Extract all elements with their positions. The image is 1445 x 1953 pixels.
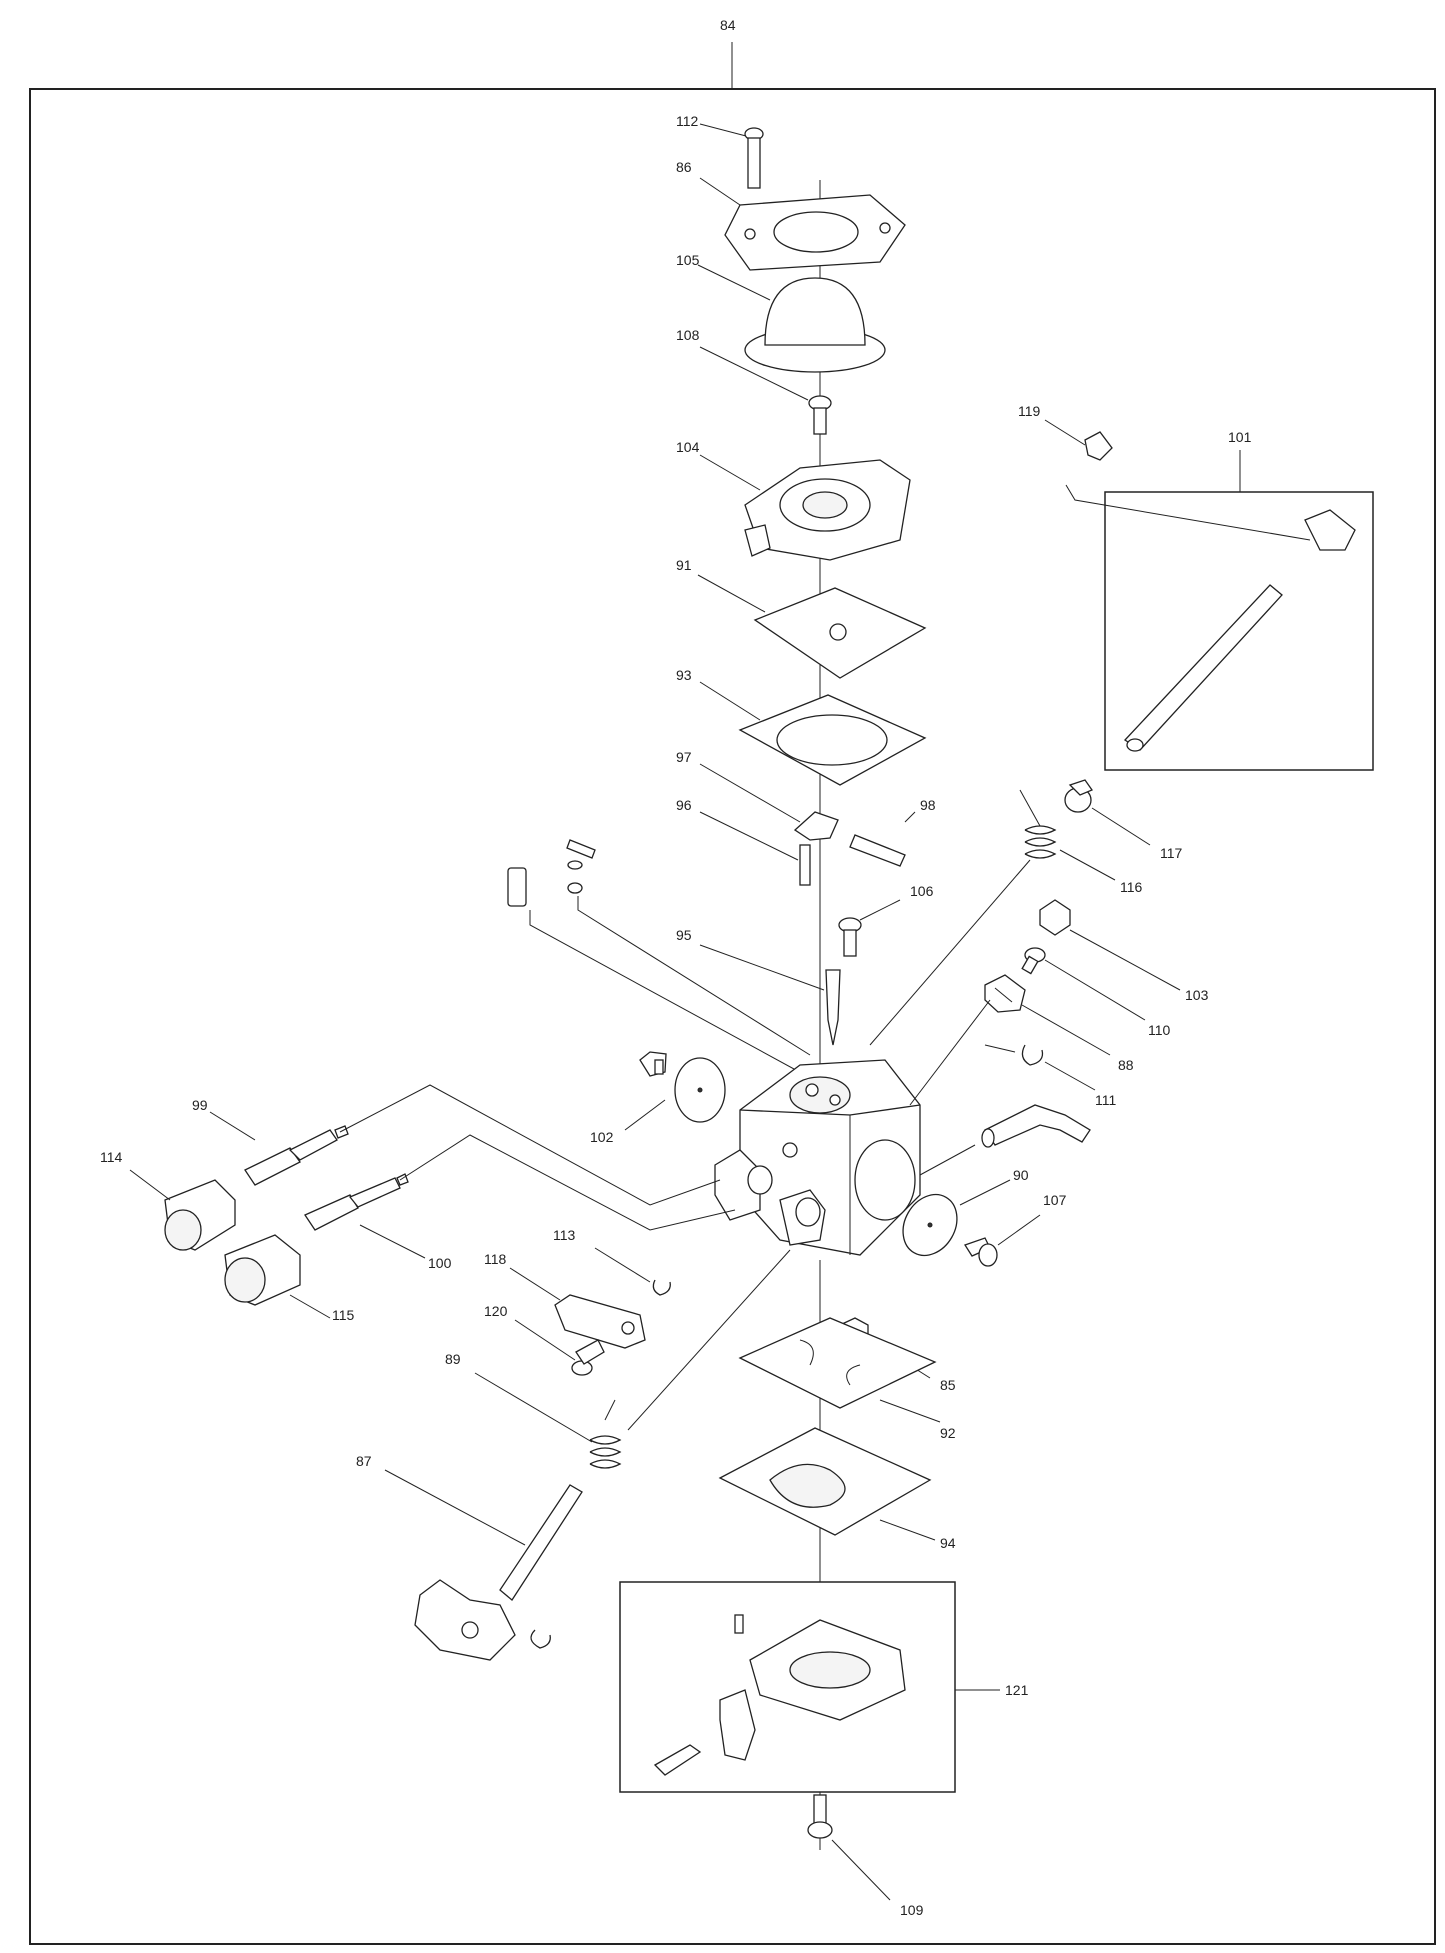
spring-part-top — [566, 839, 596, 894]
callout-85: 85 — [940, 1377, 956, 1393]
spring-89[interactable] — [589, 1399, 622, 1469]
clip-111[interactable] — [1021, 1044, 1044, 1066]
cap-103[interactable] — [1039, 899, 1071, 936]
callout-105: 105 — [676, 252, 700, 268]
callout-110: 110 — [1148, 1022, 1171, 1038]
lever-118[interactable] — [554, 1294, 646, 1349]
callout-90: 90 — [1013, 1167, 1029, 1183]
gasket-92[interactable] — [738, 1317, 937, 1409]
choke-kit-box-101[interactable] — [1104, 491, 1374, 771]
callout-98: 98 — [920, 797, 936, 813]
callout-89: 89 — [445, 1351, 461, 1367]
callout-91: 91 — [676, 557, 692, 573]
screw-109[interactable] — [807, 1794, 833, 1839]
limiter-cap-115[interactable] — [224, 1234, 301, 1306]
callout-99: 99 — [192, 1097, 208, 1113]
carburetor-body[interactable] — [714, 1059, 921, 1256]
kit-box-121[interactable] — [619, 1581, 956, 1793]
callout-97: 97 — [676, 749, 692, 765]
diaphragm-94[interactable] — [718, 1427, 932, 1536]
callout-100: 100 — [428, 1255, 452, 1271]
mixture-needle-100[interactable] — [304, 1173, 409, 1231]
primer-bulb-105[interactable] — [744, 277, 886, 373]
callout-115: 115 — [332, 1307, 355, 1323]
callout-93: 93 — [676, 667, 692, 683]
cover-plate-86[interactable] — [724, 194, 906, 271]
screw-110[interactable] — [1021, 947, 1046, 975]
callout-113: 113 — [553, 1227, 576, 1243]
screw-106[interactable] — [838, 917, 862, 957]
callout-109: 109 — [900, 1902, 924, 1918]
limiter-cap-114[interactable] — [164, 1179, 236, 1251]
sleeve-119[interactable] — [1084, 431, 1113, 461]
jet-plug — [507, 867, 527, 907]
callout-117: 117 — [1160, 845, 1183, 861]
callout-107: 107 — [1043, 1192, 1067, 1208]
callout-112: 112 — [676, 113, 699, 129]
callout-114: 114 — [100, 1149, 123, 1165]
callout-86: 86 — [676, 159, 692, 175]
callout-118: 118 — [484, 1251, 507, 1267]
mixture-needle-99[interactable] — [244, 1125, 349, 1186]
throttle-shaft-87[interactable] — [414, 1484, 583, 1661]
diaphragm-91[interactable] — [753, 587, 927, 679]
screw-120[interactable] — [571, 1339, 605, 1376]
callout-102: 102 — [590, 1129, 614, 1145]
throttle-valve-102[interactable] — [639, 1051, 726, 1123]
callout-111: 111 — [1095, 1092, 1116, 1108]
screw-112[interactable] — [744, 127, 764, 189]
inlet-needle-95[interactable] — [825, 969, 841, 1046]
callout-106: 106 — [910, 883, 934, 899]
callout-120: 120 — [484, 1303, 508, 1319]
callout-103: 103 — [1185, 987, 1209, 1003]
callout-94: 94 — [940, 1535, 956, 1551]
pin-98[interactable] — [849, 834, 906, 867]
callout-92: 92 — [940, 1425, 956, 1441]
callout-96: 96 — [676, 797, 692, 813]
callout-119: 119 — [1018, 403, 1041, 419]
screw-107[interactable] — [964, 1237, 998, 1267]
fuel-hose[interactable] — [981, 1104, 1091, 1148]
pin-96[interactable] — [799, 844, 811, 886]
metering-lever-97[interactable] — [793, 811, 839, 841]
pump-cover-104[interactable] — [744, 459, 911, 561]
gasket-93[interactable] — [738, 694, 927, 786]
callout-108: 108 — [676, 327, 700, 343]
spring-116[interactable] — [1019, 789, 1057, 859]
cap-117[interactable] — [1064, 779, 1093, 813]
assembly-label: 84 — [720, 17, 736, 33]
callout-116: 116 — [1120, 879, 1143, 895]
throttle-plate-90[interactable] — [892, 1185, 967, 1265]
callout-104: 104 — [676, 439, 700, 455]
callout-87: 87 — [356, 1453, 372, 1469]
callout-101: 101 — [1228, 429, 1252, 445]
callout-88: 88 — [1118, 1057, 1134, 1073]
choke-lever-88[interactable] — [984, 974, 1026, 1013]
callout-95: 95 — [676, 927, 692, 943]
e-clip-113[interactable] — [652, 1279, 671, 1296]
screw-108[interactable] — [808, 395, 832, 435]
callout-121: 121 — [1005, 1682, 1029, 1698]
